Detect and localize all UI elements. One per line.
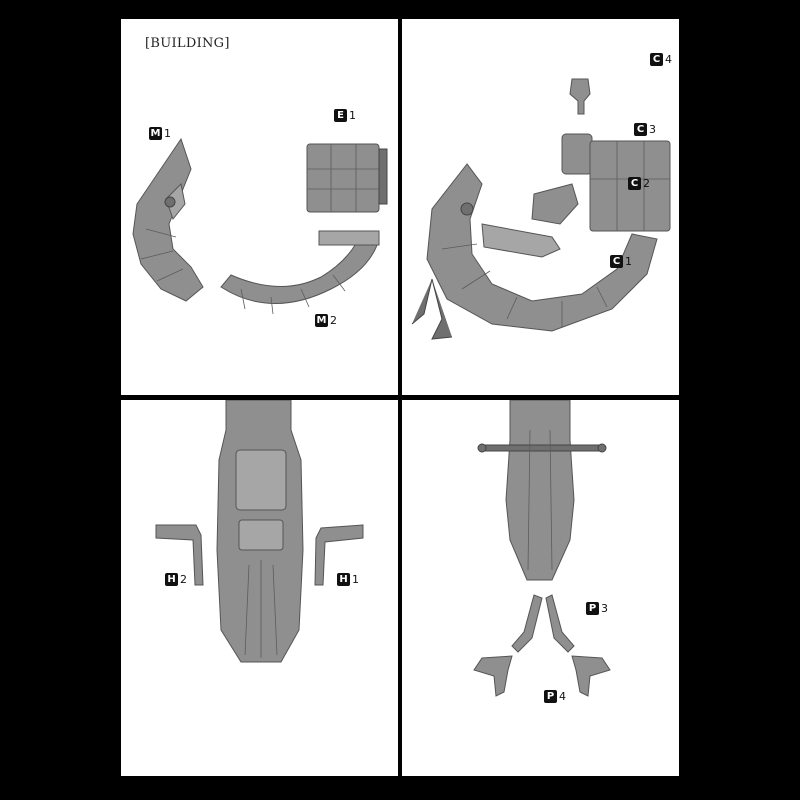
swoop-body-parts-illustration — [132, 137, 388, 315]
part-label-h2: H 2 — [165, 573, 187, 586]
leg-assembly-illustration — [473, 400, 611, 697]
part-number: 1 — [164, 127, 171, 140]
part-label-m1: M 1 — [149, 127, 171, 140]
part-number: 3 — [601, 602, 608, 615]
step-panel-top-right: C 4 C 3 C 2 C 1 — [402, 19, 679, 395]
step-panel-bottom-left: H 2 H 1 — [121, 400, 398, 776]
part-letter: E — [334, 109, 347, 122]
part-label-c4: C 4 — [650, 53, 672, 66]
part-number: 3 — [649, 123, 656, 136]
part-letter: C — [634, 123, 647, 136]
part-label-c3: C 3 — [634, 123, 656, 136]
part-label-c2: C 2 — [628, 177, 650, 190]
part-label-h1: H 1 — [337, 573, 359, 586]
section-heading: [BUILDING] — [145, 36, 230, 51]
part-label-m2: M 2 — [315, 314, 337, 327]
part-letter: C — [610, 255, 623, 268]
part-letter: H — [337, 573, 350, 586]
part-label-c1: C 1 — [610, 255, 632, 268]
part-label-e1: E 1 — [334, 109, 356, 122]
assembled-body-illustration — [411, 78, 671, 340]
part-letter: H — [165, 573, 178, 586]
part-number: 1 — [352, 573, 359, 586]
part-label-p3: P 3 — [586, 602, 608, 615]
right-black-border — [700, 0, 800, 800]
part-letter: P — [544, 690, 557, 703]
part-number: 2 — [643, 177, 650, 190]
step-panel-top-left: [BUILDING] M 1 E 1 M 2 — [121, 19, 398, 395]
part-number: 4 — [665, 53, 672, 66]
part-letter: M — [315, 314, 328, 327]
step-panel-bottom-right: P 3 P 1 P 4 P 2 — [402, 400, 679, 776]
part-letter: M — [149, 127, 162, 140]
part-number: 2 — [330, 314, 337, 327]
part-number: 1 — [349, 109, 356, 122]
part-letter: P — [586, 602, 599, 615]
part-label-p4: P 4 — [544, 690, 566, 703]
part-letter: C — [650, 53, 663, 66]
instruction-sheet: [BUILDING] M 1 E 1 M 2 — [100, 0, 700, 800]
part-number: 4 — [559, 690, 566, 703]
part-number: 1 — [625, 255, 632, 268]
part-letter: C — [628, 177, 641, 190]
part-number: 2 — [180, 573, 187, 586]
left-black-border — [0, 0, 100, 800]
underside-view-illustration — [155, 400, 364, 663]
